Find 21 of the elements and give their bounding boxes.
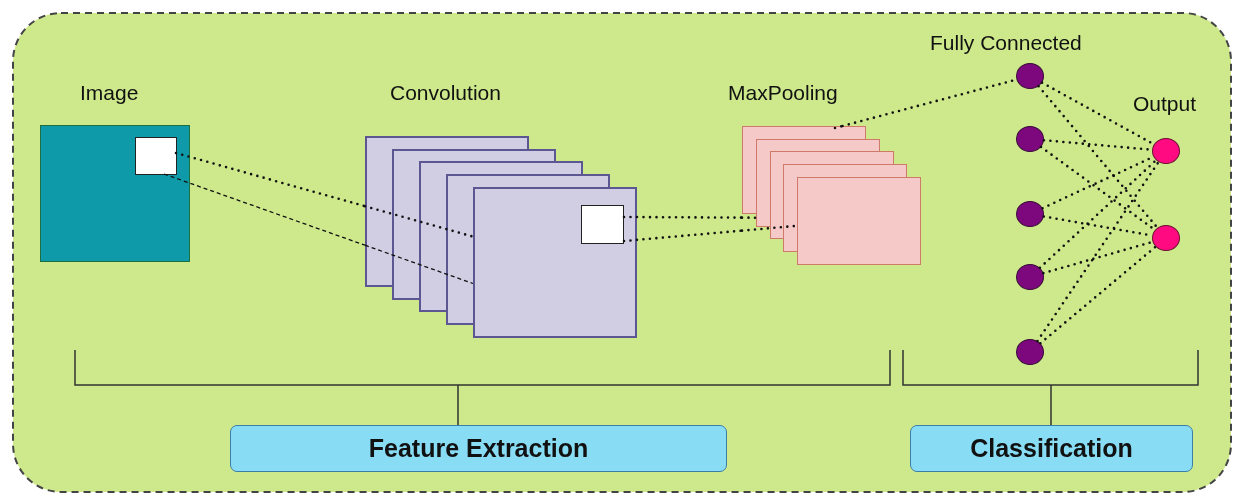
connector-line [163, 173, 366, 246]
stage-heading: Output [1133, 92, 1197, 116]
connector-line [622, 229, 744, 243]
stage-heading: MaxPooling [728, 81, 838, 105]
pooled-map-stack-drawing [742, 126, 922, 266]
connector-line [1038, 158, 1158, 270]
connector-line [1042, 240, 1154, 275]
kernel-window [581, 205, 624, 244]
connector-line [1039, 245, 1157, 345]
kernel-window [135, 137, 177, 175]
connector-line [622, 215, 744, 219]
stage-heading: Fully Connected [930, 31, 1082, 55]
section-label: Feature Extraction [230, 425, 727, 472]
stage-heading: Image [80, 81, 139, 105]
section-label: Classification [910, 425, 1193, 472]
feature-map-stack-drawing [365, 136, 637, 338]
connector-line [174, 151, 367, 208]
connector-line [1036, 160, 1160, 343]
connector-line [1037, 84, 1159, 230]
stage-heading: Convolution [390, 81, 501, 105]
image-square [40, 125, 190, 262]
